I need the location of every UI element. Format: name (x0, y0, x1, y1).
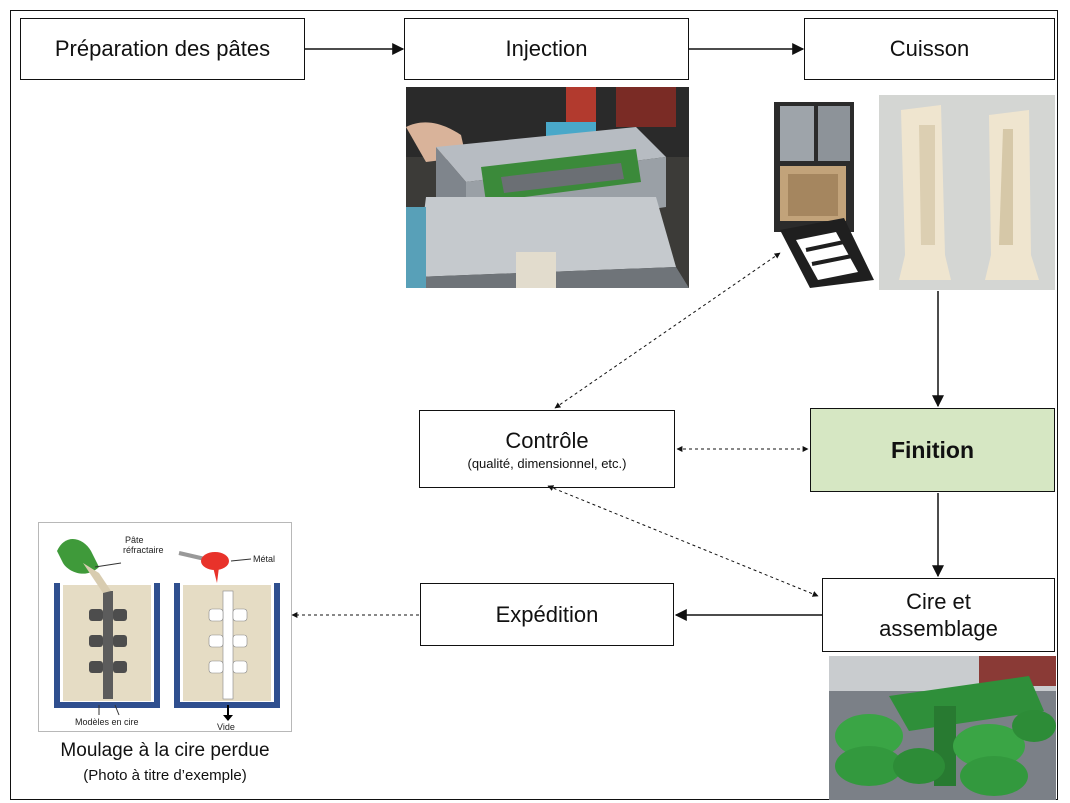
step-cire-label-line1: Cire et (906, 588, 971, 614)
illustration-caption-subtitle: (Photo à titre d’exemple) (83, 767, 247, 784)
diagram-frame (10, 10, 1058, 800)
step-preparation-label: Préparation des pâtes (54, 36, 271, 62)
label-pate-1: Pâte (125, 535, 144, 545)
step-injection-box: Injection (404, 18, 689, 80)
step-cire-box: Cire et assemblage (822, 578, 1055, 652)
dashed-arrow-controle-kiln (554, 252, 781, 409)
illustration-caption-title: Moulage à la cire perdue (60, 740, 270, 761)
wax-assembly-photo (829, 656, 1056, 800)
step-finition-box: Finition (810, 408, 1055, 492)
step-expedition-label: Expédition (495, 601, 599, 627)
lost-wax-illustration: Pâte réfractaire Métal Modèles en cire V… (38, 522, 292, 732)
label-pate-2: réfractaire (123, 545, 164, 555)
step-cuisson-label: Cuisson (889, 36, 970, 62)
ceramic-cores-photo (879, 95, 1055, 290)
kiln-photo (766, 100, 876, 288)
step-injection-label: Injection (505, 36, 588, 62)
dashed-arrow-controle-cire (547, 485, 819, 597)
step-controle-box: Contrôle (qualité, dimensionnel, etc.) (419, 410, 675, 488)
step-controle-detail: (qualité, dimensionnel, etc.) (467, 456, 627, 472)
step-cire-label-line2: assemblage (879, 616, 998, 641)
step-finition-label: Finition (890, 436, 975, 463)
label-metal: Métal (253, 554, 275, 564)
label-vide: Vide (217, 722, 235, 731)
step-preparation-box: Préparation des pâtes (20, 18, 305, 80)
step-controle-label: Contrôle (505, 427, 589, 453)
step-cuisson-box: Cuisson (804, 18, 1055, 80)
label-modeles: Modèles en cire (75, 717, 139, 727)
